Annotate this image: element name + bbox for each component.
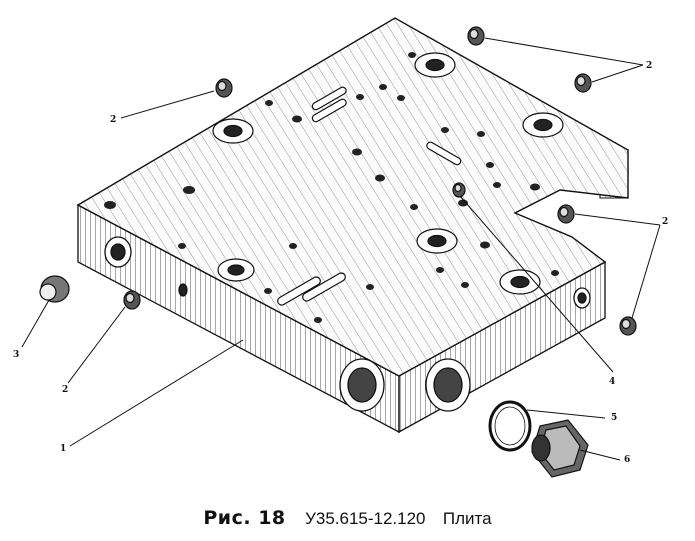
plug-4 bbox=[452, 182, 466, 198]
seal-ring-5 bbox=[488, 400, 532, 452]
callout-4: 4 bbox=[609, 377, 615, 387]
callout-2-bottom: 2 bbox=[62, 385, 68, 395]
callout-6: 6 bbox=[624, 455, 630, 465]
plug-2-e bbox=[619, 316, 637, 336]
figure-label: Рис. 18 bbox=[203, 507, 286, 529]
plug-2-f bbox=[123, 290, 141, 310]
top-face-slots bbox=[277, 86, 462, 306]
leader-lines bbox=[21, 37, 661, 461]
threaded-plug-6 bbox=[531, 419, 589, 478]
callout-2-top: 2 bbox=[646, 61, 652, 71]
figure-caption: Рис. 18 У35.615-12.120 Плита bbox=[0, 507, 695, 529]
plug-3 bbox=[39, 275, 70, 303]
callout-2-left: 2 bbox=[110, 115, 116, 125]
callout-2-right: 2 bbox=[662, 217, 668, 227]
side-face-ports bbox=[104, 236, 591, 412]
plug-parts bbox=[39, 26, 637, 478]
top-face-ports bbox=[212, 52, 564, 295]
callout-1: 1 bbox=[60, 444, 66, 454]
plug-2-a bbox=[215, 78, 233, 98]
plug-2-b bbox=[467, 26, 485, 46]
top-face-small-holes bbox=[104, 52, 559, 323]
plug-2-c bbox=[574, 73, 592, 93]
plate-body bbox=[76, 17, 629, 434]
part-name: Плита bbox=[442, 509, 492, 528]
part-number: У35.615-12.120 bbox=[305, 509, 426, 528]
plug-2-d bbox=[557, 204, 575, 224]
callout-labels: 2 2 2 2 3 4 1 5 6 bbox=[13, 61, 668, 465]
callout-3: 3 bbox=[13, 350, 19, 360]
callout-5: 5 bbox=[611, 413, 617, 423]
